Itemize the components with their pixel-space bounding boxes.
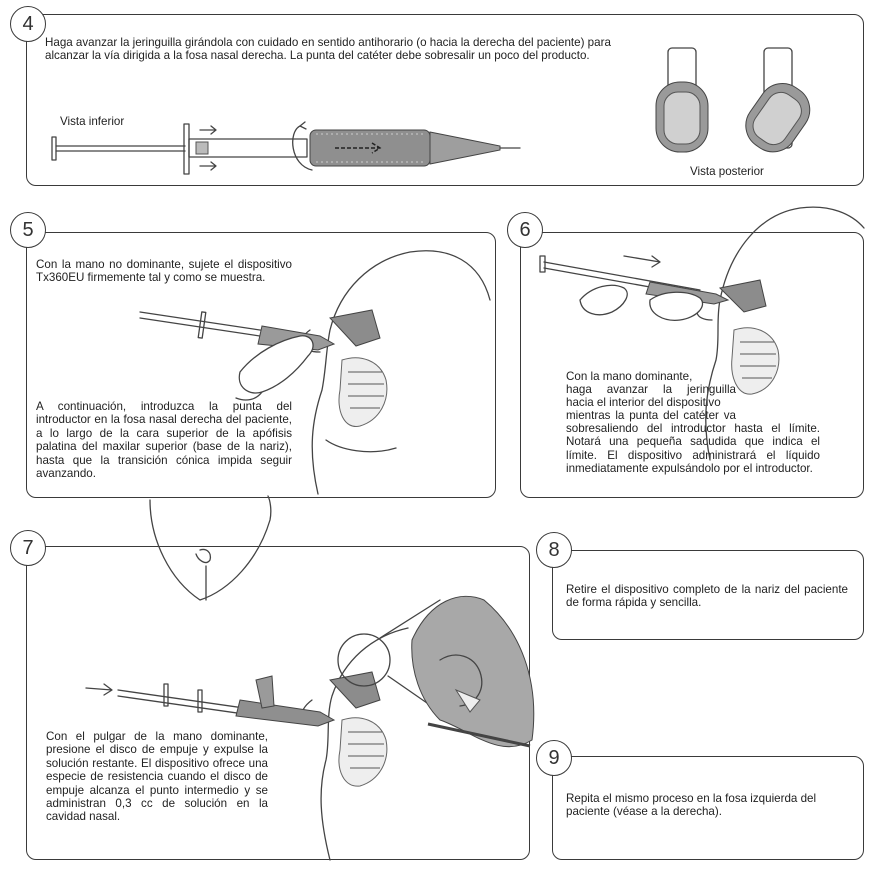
step-8-text: Retire el dispositivo completo de la nar…	[566, 583, 848, 610]
step-9-number: 9	[536, 740, 572, 776]
step-9-text: Repita el mismo proceso en la fosa izqui…	[566, 792, 848, 819]
step-8-number: 8	[536, 532, 572, 568]
